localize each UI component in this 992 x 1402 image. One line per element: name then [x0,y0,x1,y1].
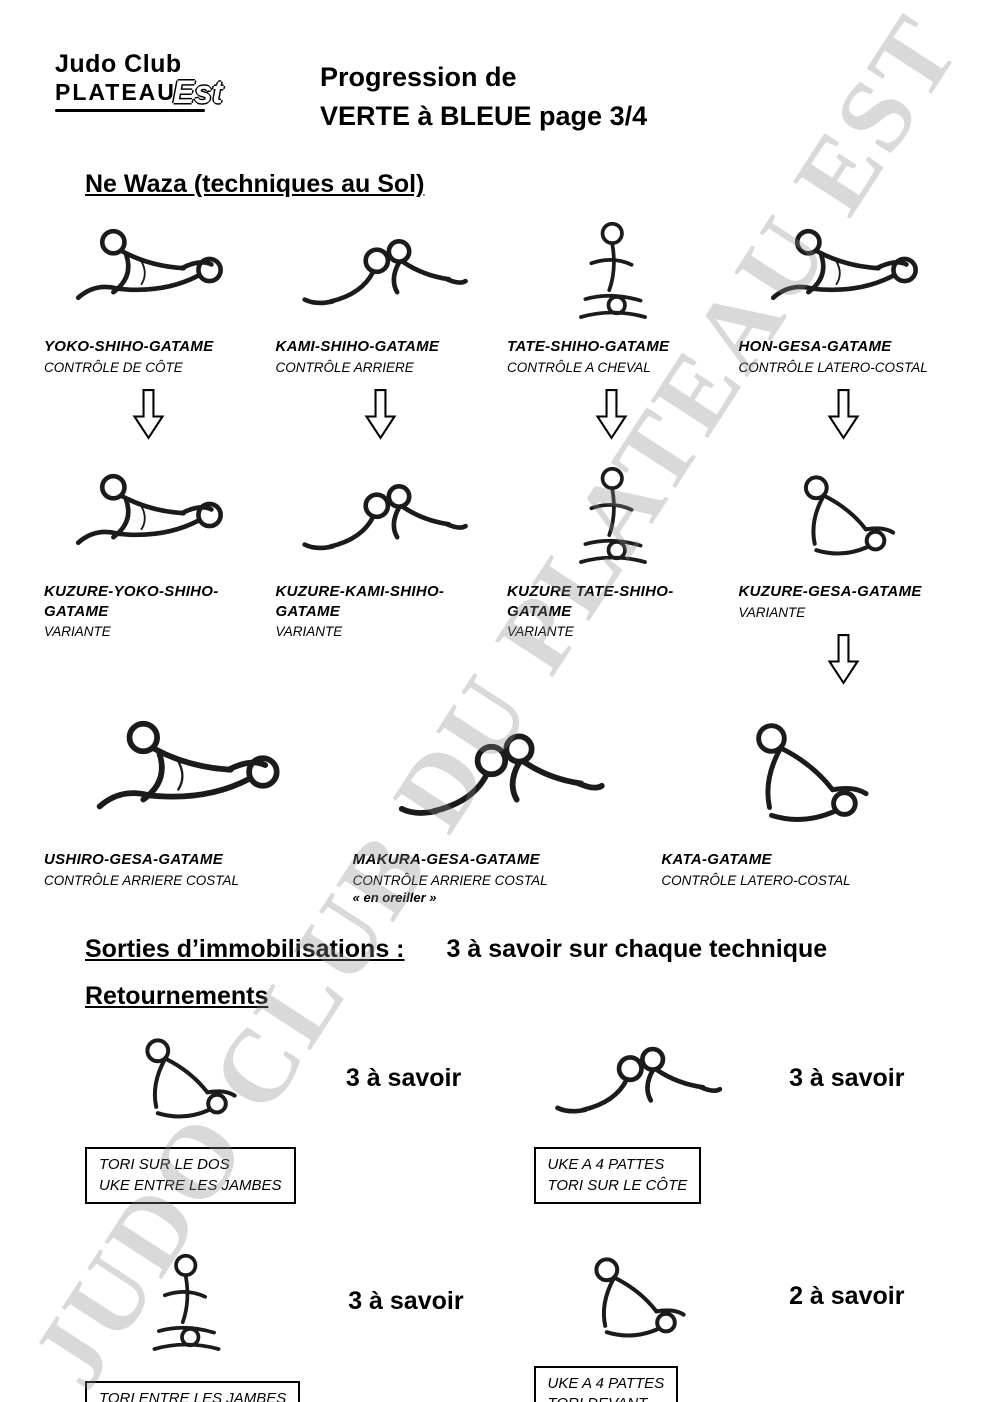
retournement-label-box: TORI SUR LE DOS UKE ENTRE LES JAMBES [85,1147,296,1204]
technique-control: CONTRÔLE ARRIERE COSTAL [44,872,240,888]
technique-name: TATE-SHIHO-GATAME [507,338,670,356]
technique-ushiro-gesa-gatame: USHIRO-GESA-GATAME CONTRÔLE ARRIERE COST… [40,699,335,905]
technique-makura-gesa-gatame: MAKURA-GESA-GATAME CONTRÔLE ARRIERE COST… [349,699,644,905]
technique-kuzure-gesa-gatame: KUZURE-GESA-GATAME VARIANTE [735,454,953,689]
down-arrow-icon [132,376,165,442]
page-header: Judo Club PLATEAU Est Progression de VER… [40,50,952,136]
technique-yoko-shiho-gatame: YOKO-SHIHO-GATAME CONTRÔLE DE CÔTE [40,209,258,444]
retournement-illustration [534,1238,734,1356]
club-logo-est: Est [172,74,223,111]
retournement-illustration [85,1243,285,1361]
technique-control: CONTRÔLE A CHEVAL [507,359,651,375]
technique-illustration [44,454,254,576]
technique-tate-shiho-gatame: TATE-SHIHO-GATAME CONTRÔLE A CHEVAL [503,209,721,444]
page-title-line2: VERTE à BLEUE page 3/4 [320,101,648,132]
technique-illustration [276,454,486,576]
technique-control: VARIANTE [275,624,343,640]
retournements-grid: 3 à savoir TORI SUR LE DOS UKE ENTRE LES… [40,1019,952,1402]
retournement-item-4: 2 à savoir UKE A 4 PATTES TORI DEVANT [533,1238,943,1402]
retournement-illustration [85,1019,285,1137]
technique-name: KUZURE-YOKO-SHIHO-GATAME [44,583,219,620]
technique-name: KUZURE-GESA-GATAME [738,583,922,601]
page-title: Progression de VERTE à BLEUE page 3/4 [320,50,647,136]
down-arrow-icon [827,376,860,442]
section-heading-sorties: Sorties d’immobilisations : [85,935,405,964]
technique-illustration [44,209,254,331]
club-logo-plateau: PLATEAU [55,79,176,105]
technique-name: MAKURA-GESA-GATAME [352,851,540,869]
technique-control: CONTRÔLE ARRIERE COSTAL [352,872,548,888]
retournement-label-box: TORI ENTRE LES JAMBES [85,1381,301,1402]
technique-illustration [353,699,640,844]
page-title-line1: Progression de [320,62,517,92]
technique-note: « en oreiller » [352,890,437,906]
technique-illustration [507,209,717,331]
technique-row-1: YOKO-SHIHO-GATAME CONTRÔLE DE CÔTE KAMI-… [40,209,952,444]
technique-kuzure-tate-shiho-gatame: KUZURE TATE-SHIHO-GATAME VARIANTE [503,454,721,689]
technique-kuzure-yoko-shiho-gatame: KUZURE-YOKO-SHIHO-GATAME VARIANTE [40,454,258,689]
technique-illustration [661,699,948,844]
technique-name: KAMI-SHIHO-GATAME [275,338,440,356]
technique-control: CONTRÔLE LATERO-COSTAL [661,872,851,888]
technique-hon-gesa-gatame: HON-GESA-GATAME CONTRÔLE LATERO-COSTAL [735,209,953,444]
technique-control: VARIANTE [738,604,806,620]
technique-control: VARIANTE [507,624,574,640]
technique-kata-gatame: KATA-GATAME CONTRÔLE LATERO-COSTAL [657,699,952,905]
retournement-count: 3 à savoir [348,1287,464,1316]
club-logo: Judo Club PLATEAU Est [40,50,265,112]
technique-name: USHIRO-GESA-GATAME [44,851,224,869]
sorties-note: 3 à savoir sur chaque technique [446,935,828,964]
technique-name: KUZURE-KAMI-SHIHO-GATAME [275,583,445,620]
technique-control: CONTRÔLE DE CÔTE [44,359,183,375]
club-logo-line1: Judo Club [55,50,182,78]
retournement-illustration [534,1019,734,1137]
technique-control: CONTRÔLE LATERO-COSTAL [738,359,928,375]
retournement-count: 3 à savoir [345,1063,462,1092]
retournement-label-box: UKE A 4 PATTES TORI DEVANT [533,1365,679,1402]
retournement-count: 3 à savoir [789,1063,905,1092]
retournement-item-3: 3 à savoir TORI ENTRE LES JAMBES [85,1238,494,1402]
technique-illustration [507,454,717,576]
down-arrow-icon [827,621,860,687]
technique-row-3: USHIRO-GESA-GATAME CONTRÔLE ARRIERE COST… [40,699,952,905]
section-heading-ne-waza: Ne Waza (techniques au Sol) [85,170,425,199]
technique-name: KATA-GATAME [661,851,772,869]
down-arrow-icon [364,376,397,442]
section-heading-retournements: Retournements [85,982,269,1011]
retournement-label-box: UKE A 4 PATTES TORI SUR LE CÔTE [533,1147,702,1204]
technique-illustration [44,699,331,844]
technique-row-2: KUZURE-YOKO-SHIHO-GATAME VARIANTE KUZURE… [40,454,952,689]
technique-name: HON-GESA-GATAME [738,338,892,356]
technique-name: KUZURE TATE-SHIHO-GATAME [507,583,674,620]
technique-control: VARIANTE [44,624,111,640]
retournement-item-2: 3 à savoir UKE A 4 PATTES TORI SUR LE CÔ… [533,1019,943,1204]
technique-illustration [276,209,486,331]
technique-kami-shiho-gatame: KAMI-SHIHO-GATAME CONTRÔLE ARRIERE [272,209,490,444]
technique-illustration [739,209,949,331]
club-logo-line2: PLATEAU Est [55,74,265,111]
retournement-count: 2 à savoir [789,1282,905,1311]
down-arrow-icon [595,376,628,442]
logo-underline [55,109,205,112]
section-sorties: Sorties d’immobilisations : 3 à savoir s… [85,935,952,964]
technique-kuzure-kami-shiho-gatame: KUZURE-KAMI-SHIHO-GATAME VARIANTE [272,454,490,689]
technique-illustration [739,454,949,576]
technique-name: YOKO-SHIHO-GATAME [44,338,214,356]
technique-control: CONTRÔLE ARRIERE [275,359,414,375]
retournement-item-1: 3 à savoir TORI SUR LE DOS UKE ENTRE LES… [85,1019,494,1204]
